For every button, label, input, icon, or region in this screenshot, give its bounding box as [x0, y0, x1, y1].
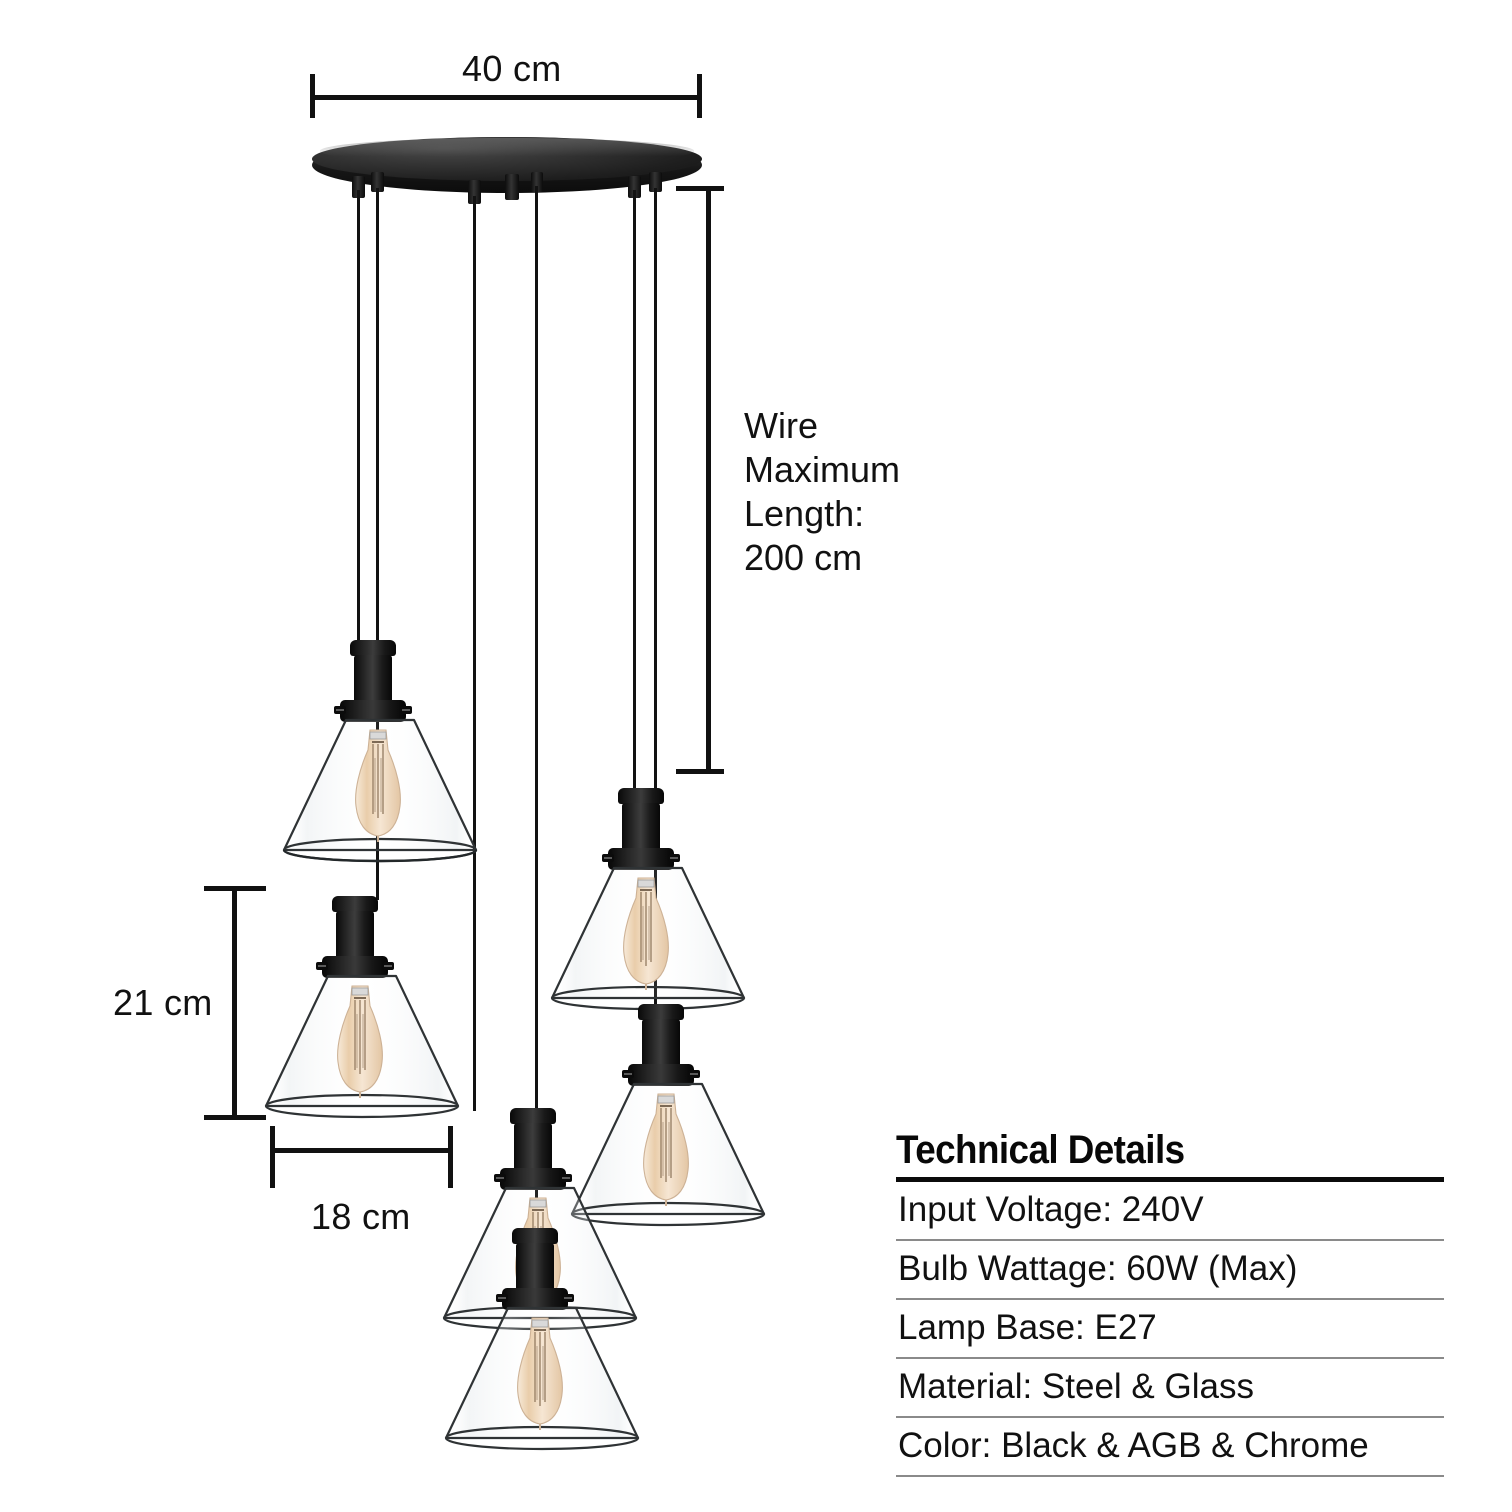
- height-dimension-line: [232, 886, 237, 1120]
- lamp-3-screw-right: [560, 1174, 572, 1182]
- lamp-3-socket-cap: [510, 1108, 556, 1124]
- lamp-1-socket-cap: [350, 640, 396, 656]
- width-tick-right: [697, 74, 702, 118]
- lamp-2-screw-right: [382, 962, 394, 970]
- lamp-6-socket-body: [516, 1243, 554, 1291]
- lamp-5-edison-bulb: [640, 1092, 692, 1208]
- ceiling-plate-highlight: [319, 138, 695, 164]
- lamp-4-socket-collar: [608, 848, 674, 870]
- lamp-4-edison-bulb: [620, 876, 672, 992]
- tech-row-material: Material: Steel & Glass: [896, 1359, 1444, 1418]
- lamp-2-socket-cap: [332, 896, 378, 912]
- lamp-5-socket-cap: [638, 1004, 684, 1020]
- lamp-2-screw-left: [316, 962, 328, 970]
- wire-label-line-1: Wire: [744, 405, 818, 446]
- lamp-1-socket-body: [354, 655, 392, 703]
- lamp-6-screw-left: [496, 1294, 508, 1302]
- pendant-lamp-1: [280, 640, 480, 872]
- lamp-6-screw-right: [562, 1294, 574, 1302]
- lamp-1-socket-collar: [340, 700, 406, 722]
- lamp-2-socket-body: [336, 911, 374, 959]
- cable-grip-7: [649, 172, 662, 192]
- lamp-3-screw-left: [494, 1174, 506, 1182]
- cable-grip-6: [628, 176, 641, 198]
- lamp-3-socket-body: [514, 1123, 552, 1171]
- width-tick-left: [310, 74, 315, 118]
- cable-grip-3: [468, 180, 481, 204]
- shade-width-label: 18 cm: [311, 1196, 411, 1237]
- pendant-lamp-4: [548, 788, 748, 1020]
- technical-details-title-rule: [896, 1177, 1444, 1182]
- cable-lamp-4: [633, 190, 636, 795]
- lamp-6-socket-collar: [502, 1288, 568, 1310]
- lamp-6-socket-cap: [512, 1228, 558, 1244]
- lamp-2-edison-bulb: [334, 984, 386, 1100]
- shade-width-tick-left: [270, 1126, 275, 1188]
- cable-grip-4: [505, 174, 519, 200]
- pendant-lamp-6: [442, 1228, 642, 1460]
- width-dimension-label: 40 cm: [462, 48, 562, 89]
- lamp-1-screw-right: [400, 706, 412, 714]
- tech-row-bulb-wattage: Bulb Wattage: 60W (Max): [896, 1241, 1444, 1300]
- lamp-4-socket-body: [622, 803, 660, 851]
- lamp-5-socket-body: [642, 1019, 680, 1067]
- lamp-4-screw-left: [602, 854, 614, 862]
- lamp-1-edison-bulb: [352, 728, 404, 844]
- tech-row-color: Color: Black & AGB & Chrome: [896, 1418, 1444, 1477]
- cable-lamp-6: [535, 186, 538, 1228]
- lamp-2-socket-collar: [322, 956, 388, 978]
- pendant-lamp-5: [568, 1004, 768, 1236]
- pendant-lamp-2: [262, 896, 462, 1128]
- technical-details-title: Technical Details: [896, 1128, 1185, 1172]
- lamp-1-screw-left: [334, 706, 346, 714]
- wire-label-line-3: Length:: [744, 493, 865, 534]
- wire-dimension-line: [706, 186, 711, 774]
- lamp-3-socket-collar: [500, 1168, 566, 1190]
- cable-grip-5: [531, 172, 543, 192]
- tech-row-input-voltage: Input Voltage: 240V: [896, 1182, 1444, 1241]
- width-dimension-line: [310, 95, 702, 100]
- tech-row-lamp-base: Lamp Base: E27: [896, 1300, 1444, 1359]
- lamp-6-edison-bulb: [514, 1316, 566, 1432]
- cable-lamp-3: [473, 196, 476, 1111]
- shade-width-dimension-line: [270, 1148, 452, 1153]
- wire-label-line-2: Maximum: [744, 449, 901, 490]
- wire-tick-top: [676, 186, 724, 191]
- technical-details-table: Technical Details Input Voltage: 240V Bu…: [896, 1128, 1444, 1477]
- cable-grip-2: [371, 172, 384, 192]
- lamp-4-screw-right: [668, 854, 680, 862]
- lamp-5-screw-right: [688, 1070, 700, 1078]
- cable-lamp-5: [654, 188, 657, 1005]
- height-dimension-label: 21 cm: [113, 982, 213, 1023]
- height-tick-bottom: [204, 1115, 266, 1120]
- shade-width-tick-right: [448, 1126, 453, 1188]
- lamp-4-socket-cap: [618, 788, 664, 804]
- cable-grip-1: [352, 176, 365, 198]
- lamp-5-screw-left: [622, 1070, 634, 1078]
- wire-label-line-4: 200 cm: [744, 537, 863, 578]
- lamp-5-socket-collar: [628, 1064, 694, 1086]
- cable-lamp-2: [376, 188, 379, 900]
- cable-lamp-1: [357, 190, 360, 642]
- wire-tick-bottom: [676, 769, 724, 774]
